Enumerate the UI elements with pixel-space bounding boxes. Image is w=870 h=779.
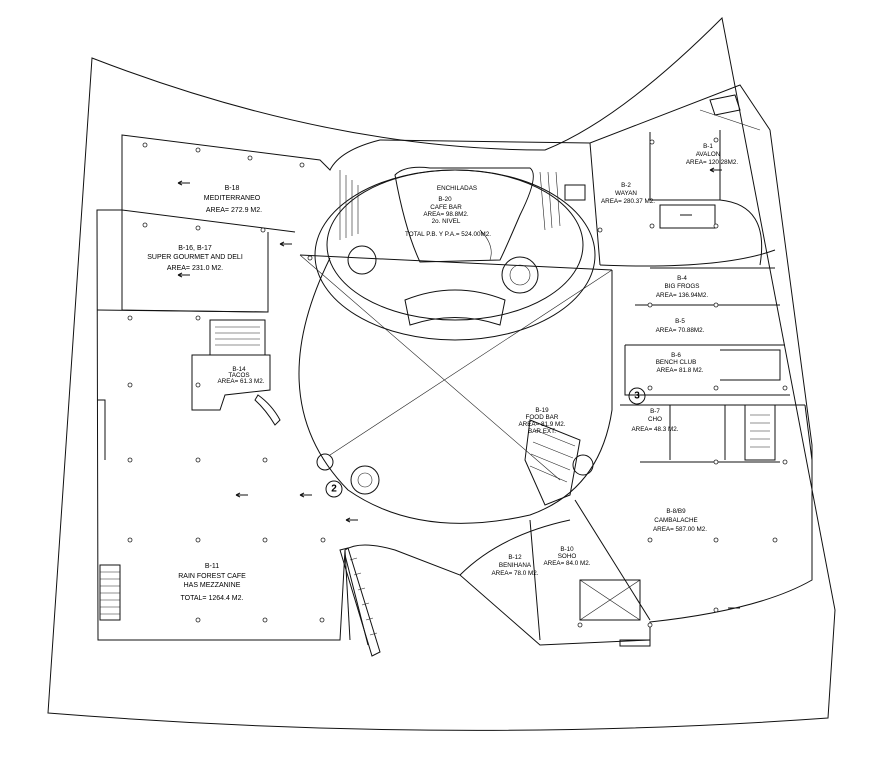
svg-text:CHO: CHO	[648, 416, 662, 423]
svg-text:AREA= 120.28M2.: AREA= 120.28M2.	[686, 159, 739, 166]
svg-text:HAS MEZZANINE: HAS MEZZANINE	[184, 582, 241, 589]
svg-text:B-14: B-14	[232, 366, 246, 373]
svg-text:FOOD BAR: FOOD BAR	[526, 414, 559, 421]
entry-arrows	[177, 167, 770, 609]
svg-text:B-7: B-7	[650, 408, 660, 415]
svg-text:AVALON: AVALON	[696, 151, 721, 158]
label-b11: B-11 RAIN FOREST CAFE HAS MEZZANINE TOTA…	[178, 563, 246, 602]
label-b20: ENCHILADAS B-20 CAFE BAR AREA= 98.8M2. 2…	[405, 185, 491, 238]
svg-text:B-20: B-20	[438, 196, 452, 203]
column-grid	[127, 137, 788, 628]
label-b14: B-14 TACOS AREA= 61.3 M2.	[217, 366, 264, 385]
label-b16: B-16, B-17 SUPER GOURMET AND DELI AREA= …	[147, 245, 243, 272]
svg-text:B-4: B-4	[677, 275, 687, 282]
label-b8: B-8/B9 CAMBALACHE AREA= 587.00 M2.	[653, 508, 707, 533]
east-walls	[459, 94, 813, 647]
svg-text:CAFE BAR: CAFE BAR	[430, 204, 462, 211]
svg-text:BENCH CLUB: BENCH CLUB	[656, 359, 697, 366]
central-rotunda	[298, 166, 613, 524]
svg-text:SOHO: SOHO	[558, 553, 577, 560]
svg-text:AREA= 98.8M2.: AREA= 98.8M2.	[423, 211, 469, 218]
svg-text:2: 2	[331, 484, 337, 495]
svg-text:B-19: B-19	[535, 407, 549, 414]
svg-text:AREA= 136.94M2.: AREA= 136.94M2.	[656, 292, 709, 299]
label-b18: B-18 MEDITERRANEO AREA= 272.9 M2.	[204, 185, 262, 214]
svg-text:BAR EXT.: BAR EXT.	[528, 428, 556, 435]
svg-text:AREA= 78.0 M2.: AREA= 78.0 M2.	[491, 570, 538, 577]
svg-text:2o. NIVEL: 2o. NIVEL	[432, 218, 461, 225]
svg-text:ENCHILADAS: ENCHILADAS	[437, 185, 477, 192]
svg-text:B-2: B-2	[621, 182, 631, 189]
svg-text:AREA= 280.37 M2.: AREA= 280.37 M2.	[601, 198, 655, 205]
svg-text:3: 3	[634, 391, 640, 402]
svg-text:WAYAN: WAYAN	[615, 190, 637, 197]
svg-text:B-8/B9: B-8/B9	[666, 508, 686, 515]
svg-text:B-11: B-11	[205, 563, 219, 570]
svg-text:TOTAL P.B. Y P.A.= 524.00M2.: TOTAL P.B. Y P.A.= 524.00M2.	[405, 231, 491, 238]
svg-text:AREA= 272.9 M2.: AREA= 272.9 M2.	[206, 207, 262, 214]
svg-text:AREA= 70.88M2.: AREA= 70.88M2.	[656, 327, 705, 334]
west-walls	[96, 209, 369, 646]
label-b12: B-12 BENIHANA AREA= 78.0 M2.	[491, 554, 538, 577]
svg-text:B-1: B-1	[703, 143, 713, 150]
label-b6: B-6 BENCH CLUB AREA= 81.8 M2.	[656, 352, 704, 374]
label-b5: B-5 AREA= 70.88M2.	[656, 318, 705, 334]
svg-text:RAIN FOREST CAFE: RAIN FOREST CAFE	[178, 573, 246, 580]
label-b19: B-19 FOOD BAR AREA= 81.9 M2. BAR EXT.	[518, 407, 565, 435]
label-b2: B-2 WAYAN AREA= 280.37 M2.	[601, 182, 655, 205]
label-b10: B-10 SOHO AREA= 84.0 M2.	[543, 546, 590, 567]
svg-text:AREA= 81.9 M2.: AREA= 81.9 M2.	[518, 421, 565, 428]
svg-text:TACOS: TACOS	[228, 372, 249, 379]
svg-text:B-6: B-6	[671, 352, 681, 359]
svg-text:BIG FROGS: BIG FROGS	[665, 283, 700, 290]
svg-text:B-18: B-18	[225, 185, 240, 192]
marker-2: 2	[325, 480, 343, 498]
svg-text:AREA= 48.3 M2.: AREA= 48.3 M2.	[631, 426, 678, 433]
label-b4: B-4 BIG FROGS AREA= 136.94M2.	[656, 275, 709, 299]
svg-text:AREA= 231.0 M2.: AREA= 231.0 M2.	[167, 265, 223, 272]
svg-text:TOTAL= 1264.4 M2.: TOTAL= 1264.4 M2.	[181, 595, 244, 602]
svg-text:B-12: B-12	[508, 554, 522, 561]
svg-text:AREA= 587.00 M2.: AREA= 587.00 M2.	[653, 526, 707, 533]
svg-text:SUPER GOURMET AND DELI: SUPER GOURMET AND DELI	[147, 254, 243, 261]
svg-text:AREA= 61.3 M2.: AREA= 61.3 M2.	[217, 378, 264, 385]
svg-text:BENIHANA: BENIHANA	[499, 562, 532, 569]
svg-text:AREA= 84.0 M2.: AREA= 84.0 M2.	[543, 560, 590, 567]
west-stairs	[99, 547, 381, 657]
svg-text:B-16, B-17: B-16, B-17	[178, 245, 212, 252]
marker-3: 3	[628, 387, 646, 405]
label-b7: B-7 CHO AREA= 48.3 M2.	[631, 408, 678, 433]
svg-text:MEDITERRANEO: MEDITERRANEO	[204, 195, 261, 202]
food-bar-pieces	[254, 394, 594, 506]
site-boundary	[47, 16, 836, 731]
building-outline	[96, 84, 813, 646]
svg-text:B-10: B-10	[560, 546, 574, 553]
svg-text:AREA= 81.8 M2.: AREA= 81.8 M2.	[656, 367, 703, 374]
svg-text:B-5: B-5	[675, 318, 685, 325]
label-b1: B-1 AVALON AREA= 120.28M2.	[686, 143, 739, 166]
svg-text:CAMBALACHE: CAMBALACHE	[654, 517, 697, 524]
